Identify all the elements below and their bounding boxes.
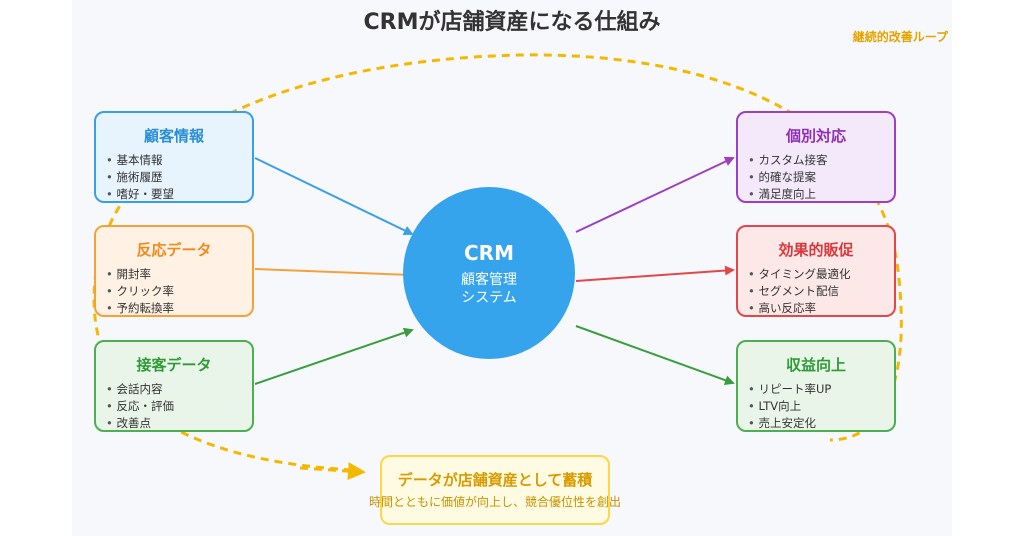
accumulation-title: データが店舗資産として蓄積 (397, 471, 593, 489)
arrow-revenue (575, 325, 735, 385)
crm-center-circle: CRM 顧客管理 システム (403, 187, 575, 359)
output-box-promotion: 効果的販促 タイミング最適化 セグメント配信 高い反応率 (736, 225, 896, 317)
input-box-customer-info: 顧客情報 基本情報 施術履歴 嗜好・要望 (94, 111, 254, 203)
list-item: 反応・評価 (106, 398, 252, 415)
arrow-promotion (575, 265, 735, 282)
arrow-service-data (254, 327, 414, 385)
output-box-individual: 個別対応 カスタム接客 的確な提案 満足度向上 (736, 111, 896, 203)
list-item: リピート率UP (748, 381, 894, 398)
list-item: カスタム接客 (748, 152, 894, 169)
crm-line-1: 顧客管理 (461, 272, 517, 288)
list-item: タイミング最適化 (748, 266, 894, 283)
list-item: 満足度向上 (748, 186, 894, 203)
box-title: 反応データ (136, 241, 212, 259)
list-item: 開封率 (106, 266, 252, 283)
loop-label: 継続的改善ループ (852, 30, 948, 44)
list-item: 会話内容 (106, 381, 252, 398)
accumulation-subtitle: 時間とともに価値が向上し、競合優位性を創出 (368, 495, 621, 509)
box-title: 個別対応 (785, 127, 846, 145)
arrow-customer-info (254, 157, 414, 236)
list-item: LTV向上 (748, 398, 894, 415)
crm-title: CRM (464, 241, 514, 265)
crm-line-2: システム (461, 290, 517, 306)
loop-arrow-tail (299, 462, 366, 481)
list-item: 改善点 (106, 415, 252, 432)
list-item: 施術履歴 (106, 169, 252, 186)
list-item: 基本情報 (106, 152, 252, 169)
list-item: 高い反応率 (748, 300, 894, 317)
arrow-individual (575, 156, 735, 233)
list-item: 的確な提案 (748, 169, 894, 186)
input-box-response-data: 反応データ 開封率 クリック率 予約転換率 (94, 225, 254, 317)
arrow-response-data (254, 268, 414, 280)
list-item: 予約転換率 (106, 300, 252, 317)
list-item: クリック率 (106, 283, 252, 300)
list-item: セグメント配信 (748, 283, 894, 300)
page-title: CRMが店舗資産になる仕組み (363, 10, 661, 35)
list-item: 売上安定化 (748, 415, 894, 432)
input-box-service-data: 接客データ 会話内容 反応・評価 改善点 (94, 340, 254, 432)
output-box-revenue: 収益向上 リピート率UP LTV向上 売上安定化 (736, 340, 896, 432)
box-title: 接客データ (136, 356, 212, 374)
accumulation-box: データが店舗資産として蓄積 (380, 455, 610, 525)
box-title: 効果的販促 (778, 241, 854, 259)
list-item: 嗜好・要望 (106, 186, 252, 203)
box-title: 顧客情報 (143, 127, 204, 145)
box-title: 収益向上 (785, 356, 846, 374)
